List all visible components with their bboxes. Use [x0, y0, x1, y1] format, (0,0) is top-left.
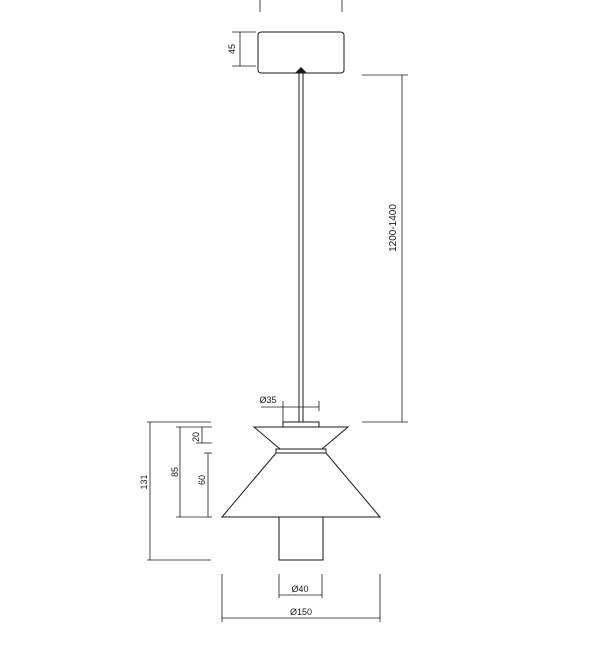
- bottom-diameter-dimension: Ø40: [278, 574, 323, 598]
- lamp-body: [220, 421, 382, 561]
- suspension-cable: [298, 73, 304, 422]
- upper-height-dimension: 20: [191, 427, 212, 444]
- top-extension-lines: [259, 0, 343, 12]
- canopy-height-dimension: 45: [227, 31, 256, 67]
- shade-height-label: 85: [170, 467, 180, 477]
- top-diameter-dimension: Ø35: [259, 395, 320, 424]
- total-height-dimension: 131: [139, 421, 211, 561]
- shade-height-dimension: 85: [170, 426, 212, 518]
- canopy-height-label: 45: [227, 44, 237, 54]
- bottom-diameter-label: Ø40: [291, 584, 308, 594]
- total-height-label: 131: [139, 474, 149, 489]
- lower-height-dimension: 60: [197, 452, 212, 517]
- top-diameter-label: Ø35: [259, 395, 276, 405]
- lower-height-label: 60: [197, 475, 207, 485]
- shade-diameter-dimension: Ø150: [221, 574, 381, 622]
- cable-length-label: 1200-1400: [388, 204, 399, 252]
- ceiling-canopy: [257, 31, 345, 74]
- upper-height-label: 20: [191, 432, 201, 442]
- cable-length-dimension: 1200-1400: [362, 74, 408, 423]
- shade-diameter-label: Ø150: [290, 607, 312, 617]
